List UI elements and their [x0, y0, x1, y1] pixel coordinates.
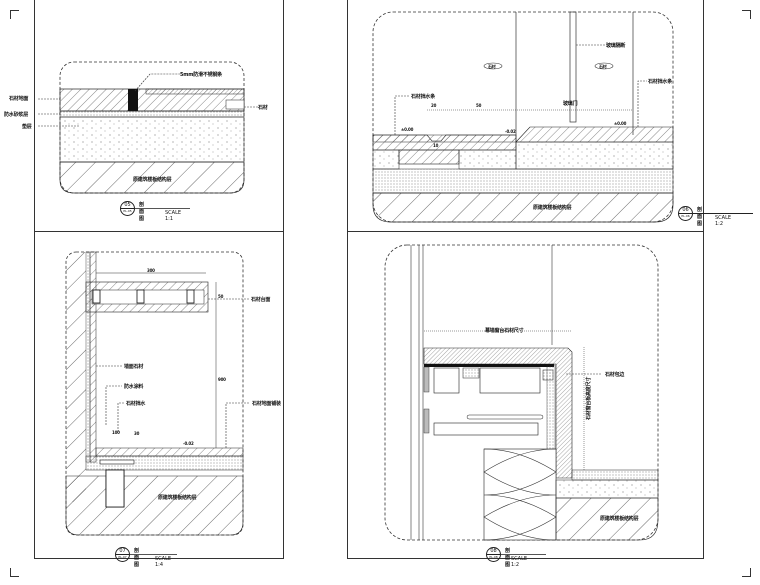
label-slab: 原建筑楼板结构层: [600, 516, 639, 522]
label-slab: 原建筑楼板结构层: [133, 177, 172, 183]
label-water-stop: 石材挡水条: [411, 94, 436, 100]
detail-number: 05: [124, 202, 131, 208]
label-strip: 5mm防滑不锈钢条: [180, 72, 223, 78]
dim-10: 10: [433, 143, 439, 148]
label-mortar: 防水砂浆层: [4, 112, 29, 118]
dim-50: 50: [218, 294, 224, 299]
dim-100: 100: [112, 430, 120, 435]
glass-partition: [569, 11, 577, 123]
dim-30: 30: [134, 431, 140, 436]
dim-50: 50: [476, 103, 482, 108]
label-sill-stone-size: 幕墙窗台石材尺寸: [485, 328, 524, 334]
crop-mark-top-left: [10, 10, 19, 19]
detail-scale: SCALE 1:2: [511, 556, 528, 568]
detail-bubble: [486, 547, 501, 562]
detail-07: [65, 251, 250, 536]
label-stone-a: 石材: [488, 64, 496, 69]
dim-level-a: ±0.00: [401, 127, 414, 132]
detail-bubble: [120, 201, 135, 216]
detail-title: 剖面图: [505, 548, 511, 568]
detail-title: 剖面图: [134, 548, 140, 568]
crop-mark-top-right: [742, 10, 751, 19]
label-wall-stone: 墙面石材: [124, 364, 144, 370]
crop-mark-bottom-left: [10, 568, 19, 577]
label-cushion: 垫层: [22, 124, 32, 130]
stainless-strip: [128, 89, 138, 111]
detail-bubble: [678, 206, 693, 221]
sheet-ref: PL-06: [681, 214, 690, 218]
sheet-ref: PL-05: [123, 209, 132, 213]
label-water-stop-b: 石材挡水条: [648, 79, 673, 85]
structural-slab: [372, 192, 674, 223]
cushion-layer: [59, 116, 245, 163]
label-stone-edge: 石材包边: [605, 372, 625, 378]
label-floor-paving: 石材地面铺装: [252, 401, 281, 407]
label-countertop: 石材台面: [251, 297, 271, 303]
detail-boundary: [384, 244, 659, 541]
detail-scale: SCALE 1:4: [155, 556, 172, 568]
detail-06: [372, 11, 674, 223]
dim-level-b: -0.02: [505, 129, 516, 134]
detail-scale: SCALE 1:1: [165, 210, 182, 222]
panel-frame-08: [347, 231, 704, 559]
detail-scale: SCALE 1:2: [715, 215, 732, 227]
label-glass-partition: 玻璃隔断: [606, 43, 626, 49]
detail-number: 08: [490, 548, 497, 554]
structural-slab: [59, 161, 245, 194]
sheet-ref: PL-08: [489, 555, 498, 559]
label-sill-height: 石材窗台板高度尺寸: [586, 376, 592, 420]
label-stone-floor: 石材地面: [9, 96, 29, 102]
dim-level-c: ±0.00: [614, 121, 627, 126]
dim-level: -0.02: [183, 441, 194, 446]
label-glass-door: 玻璃门: [563, 101, 578, 107]
panel-frame-07: [34, 231, 284, 559]
label-waterproof: 防水涂料: [124, 384, 144, 390]
label-slab: 原建筑楼板结构层: [158, 495, 197, 501]
label-stone-b: 石材: [599, 64, 607, 69]
dim-20: 20: [431, 103, 437, 108]
label-stone-stop: 石材挡水: [126, 401, 146, 407]
detail-title: 剖面图: [697, 207, 703, 227]
structural-slab: [555, 497, 659, 541]
detail-05: [38, 61, 258, 194]
detail-title: 剖面图: [139, 202, 145, 222]
label-stone: 石材: [258, 105, 268, 111]
sheet-ref: PL-07: [118, 555, 127, 559]
dim-900: 900: [218, 377, 226, 382]
mortar-layer: [59, 110, 245, 118]
label-slab: 原建筑楼板结构层: [533, 205, 572, 211]
crop-mark-bottom-right: [742, 568, 751, 577]
detail-bubble: [115, 547, 130, 562]
detail-number: 06: [682, 207, 689, 213]
detail-number: 07: [119, 548, 126, 554]
structural-slab: [65, 475, 244, 536]
detail-08: [384, 244, 659, 541]
dim-300: 300: [147, 268, 155, 273]
